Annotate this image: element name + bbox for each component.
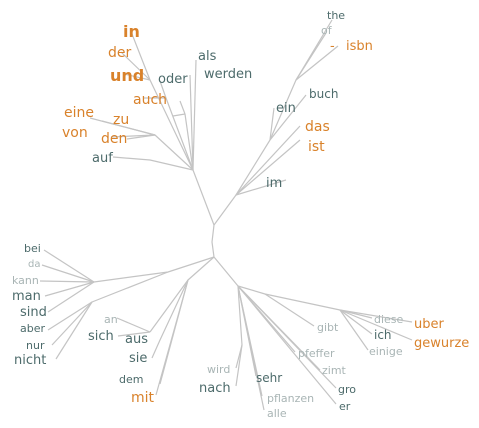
word-label: ist bbox=[308, 139, 325, 155]
word-label: sind bbox=[20, 305, 47, 320]
word-label: von bbox=[62, 125, 88, 141]
tree-edge bbox=[237, 285, 341, 311]
tree-edge bbox=[47, 281, 95, 313]
tree-edge bbox=[172, 113, 186, 117]
word-label: aber bbox=[20, 322, 46, 335]
tree-edge bbox=[213, 139, 271, 226]
tree-edge bbox=[213, 256, 243, 346]
tree-edge bbox=[51, 301, 93, 346]
word-label: mit bbox=[131, 390, 155, 406]
tree-edge bbox=[123, 73, 151, 81]
tree-edge bbox=[189, 74, 194, 171]
word-label: das bbox=[305, 119, 330, 135]
word-label: da bbox=[28, 259, 41, 270]
word-label: zu bbox=[113, 112, 130, 128]
word-label: diese bbox=[374, 313, 404, 326]
tree-edge bbox=[339, 309, 369, 351]
word-label: dem bbox=[119, 373, 144, 386]
tree-edge bbox=[339, 309, 373, 335]
word-label: als bbox=[198, 49, 217, 64]
tree-edge bbox=[269, 107, 275, 141]
tree-edge bbox=[184, 113, 194, 171]
tree-edge bbox=[44, 281, 95, 297]
tree-edge bbox=[159, 80, 167, 99]
word-label: oder bbox=[158, 72, 188, 87]
tree-edge bbox=[149, 256, 215, 333]
tree-edge bbox=[39, 280, 95, 283]
word-label: und bbox=[110, 66, 145, 85]
word-label: werden bbox=[204, 67, 253, 82]
word-label: - bbox=[330, 39, 335, 54]
tree-edge bbox=[116, 317, 151, 333]
tree-edge bbox=[110, 134, 156, 138]
word-label: sehr bbox=[256, 371, 283, 385]
word-label: eine bbox=[64, 105, 94, 121]
tree-edge bbox=[269, 94, 307, 141]
tree-edge bbox=[237, 285, 337, 389]
tree-edge bbox=[117, 331, 151, 337]
word-label: sich bbox=[88, 329, 114, 344]
tree-edge bbox=[112, 156, 194, 171]
word-label: kann bbox=[12, 274, 39, 287]
tree-edge bbox=[192, 59, 197, 171]
tree-edge bbox=[120, 51, 151, 81]
word-label: an bbox=[104, 313, 118, 326]
tree-edge bbox=[192, 169, 215, 226]
tree-edge bbox=[101, 120, 156, 136]
tree-edge bbox=[179, 100, 186, 115]
tree-edge bbox=[43, 249, 95, 283]
word-label: gewurze bbox=[414, 336, 470, 351]
word-label: nicht bbox=[14, 353, 47, 368]
word-label: er bbox=[339, 400, 351, 413]
word-label: nach bbox=[199, 381, 231, 396]
tree-edge bbox=[55, 301, 93, 360]
word-label: of bbox=[321, 24, 332, 37]
word-label: im bbox=[266, 176, 283, 191]
tree-edge bbox=[235, 179, 287, 196]
tree-edge bbox=[155, 279, 189, 396]
word-label: ein bbox=[276, 101, 296, 116]
tree-edge bbox=[235, 125, 301, 196]
word-label: man bbox=[12, 289, 41, 304]
word-label: bei bbox=[24, 242, 41, 255]
tree-edge bbox=[237, 285, 265, 411]
word-label: zimt bbox=[322, 364, 346, 377]
word-label: gibt bbox=[317, 321, 339, 334]
word-label: wird bbox=[207, 363, 231, 376]
word-label: isbn bbox=[346, 39, 373, 54]
word-label: der bbox=[108, 45, 132, 61]
word-label: aus bbox=[125, 332, 148, 347]
word-label: auch bbox=[133, 92, 168, 108]
word-label: in bbox=[123, 22, 140, 41]
word-label: buch bbox=[309, 87, 339, 101]
tree-edge bbox=[295, 45, 339, 81]
tree-edge bbox=[235, 139, 301, 196]
word-label: pflanzen bbox=[267, 392, 315, 405]
tree-edge bbox=[151, 279, 189, 359]
tree-edge bbox=[339, 309, 413, 341]
tree-edge bbox=[211, 224, 215, 258]
tree-edge bbox=[41, 264, 95, 283]
word-label: auf bbox=[92, 151, 113, 166]
tree-edge bbox=[295, 32, 327, 81]
word-label: einige bbox=[369, 345, 403, 358]
word-label: sie bbox=[129, 351, 148, 366]
word-label: gro bbox=[338, 383, 356, 396]
word-label: uber bbox=[414, 317, 444, 332]
word-label: nur bbox=[26, 339, 45, 352]
word-label: ich bbox=[374, 328, 392, 342]
word-label: den bbox=[101, 131, 128, 147]
word-label: alle bbox=[267, 407, 287, 420]
tree-edge bbox=[237, 285, 337, 405]
tree-edge bbox=[93, 256, 215, 283]
tree-edge bbox=[235, 344, 243, 387]
word-label: pfeffer bbox=[298, 347, 335, 360]
tree-edge bbox=[165, 97, 194, 171]
tree-edge bbox=[339, 309, 413, 323]
tree-edge bbox=[264, 293, 315, 327]
word-label: the bbox=[327, 9, 346, 22]
